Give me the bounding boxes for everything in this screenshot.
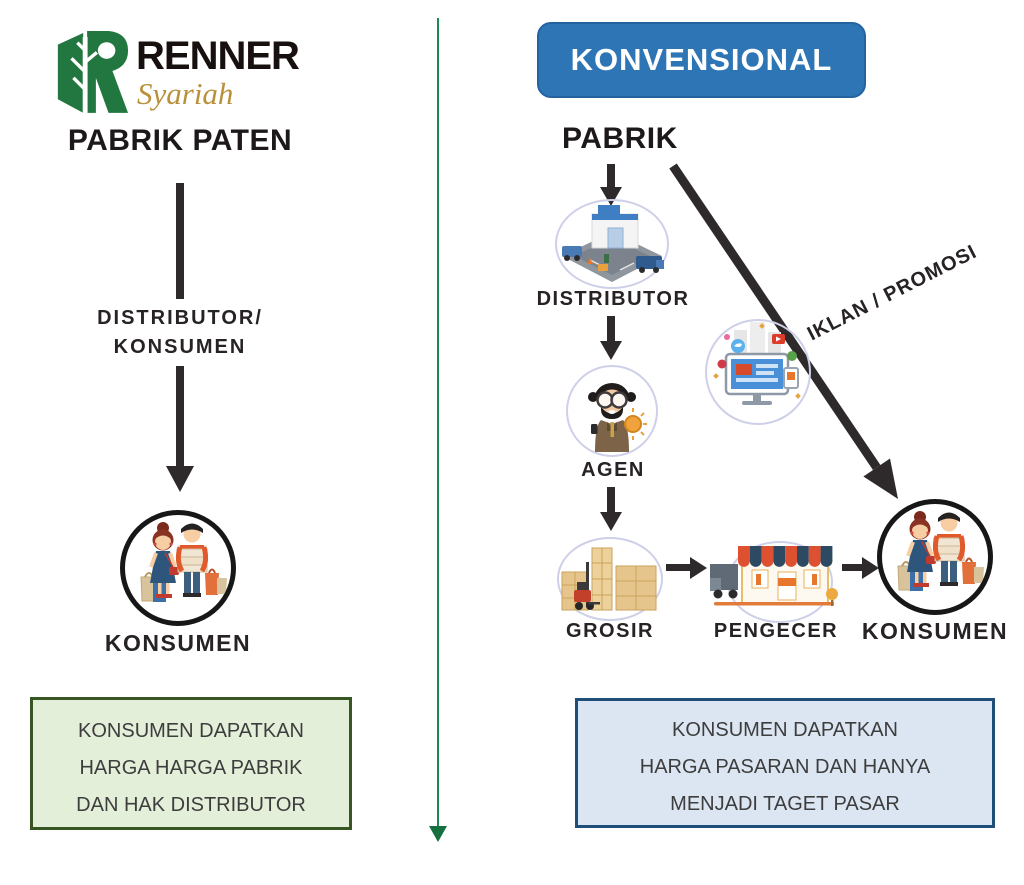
- shoppers-icon: [877, 499, 993, 615]
- right-benefit-box: KONSUMEN DAPATKAN HARGA PASARAN DAN HANY…: [575, 698, 995, 828]
- konvensional-banner: KONVENSIONAL: [537, 22, 866, 98]
- left-arrow-upper-shaft: [176, 183, 184, 299]
- wholesale-pallets-icon: [557, 537, 663, 621]
- brand-name: RENNER: [136, 34, 300, 78]
- right-arrowhead-icon: [862, 557, 879, 579]
- warehouse-distributor-icon: [555, 199, 669, 289]
- arrow-shaft: [607, 487, 615, 513]
- benefit-line: HARGA HARGA PABRIK: [79, 757, 303, 779]
- benefit-line: MENJADI TAGET PASAR: [670, 793, 900, 815]
- grosir-label: GROSIR: [566, 620, 654, 642]
- agen-label: AGEN: [581, 459, 645, 481]
- divider-line: [437, 18, 439, 828]
- divider-arrowhead-icon: [429, 826, 447, 842]
- left-arrowhead-down-icon: [166, 466, 194, 492]
- social-media-promo-icon: [705, 319, 811, 425]
- benefit-line: DAN HAK DISTRIBUTOR: [76, 794, 306, 816]
- right-consumer-label: KONSUMEN: [861, 618, 1009, 644]
- agent-person-icon: [566, 365, 658, 457]
- pengecer-label: PENGECER: [713, 620, 839, 642]
- shoppers-icon: [120, 510, 236, 626]
- left-consumer-label: KONSUMEN: [104, 630, 252, 656]
- down-arrowhead-icon: [600, 512, 622, 531]
- down-arrowhead-icon: [600, 341, 622, 360]
- arrow-shaft: [842, 564, 864, 571]
- benefit-line: KONSUMEN DAPATKAN: [78, 720, 304, 742]
- arrow-shaft: [607, 316, 615, 342]
- benefit-line: HARGA PASARAN DAN HANYA: [639, 756, 931, 778]
- left-arrow-lower-shaft: [176, 366, 184, 468]
- flow-note-line1: DISTRIBUTOR/: [97, 307, 263, 329]
- left-flow-note: DISTRIBUTOR/ KONSUMEN: [70, 304, 290, 362]
- arrow-shaft: [666, 564, 692, 571]
- left-title: PABRIK PATEN: [67, 124, 293, 157]
- brand-subtitle: Syariah: [137, 76, 234, 111]
- left-benefit-box: KONSUMEN DAPATKAN HARGA HARGA PABRIK DAN…: [30, 697, 352, 830]
- storefront-icon: [710, 541, 838, 623]
- right-title: PABRIK: [562, 122, 678, 155]
- benefit-line: KONSUMEN DAPATKAN: [672, 719, 898, 741]
- renner-tree-logo-icon: [57, 31, 129, 113]
- flow-note-line2: KONSUMEN: [113, 336, 247, 358]
- brand-logo: RENNER Syariah: [52, 26, 308, 120]
- promo-diagonal-arrow: [669, 163, 898, 499]
- right-arrowhead-icon: [690, 557, 707, 579]
- arrow-shaft: [607, 164, 615, 188]
- distributor-label: DISTRIBUTOR: [536, 288, 690, 310]
